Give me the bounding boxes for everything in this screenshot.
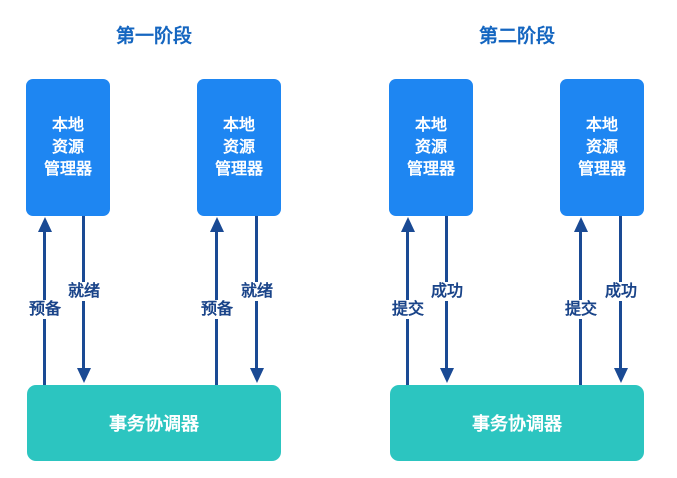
success-label: 成功 <box>428 282 466 301</box>
transaction-coordinator-box-phase2: 事务协调器 <box>390 385 644 461</box>
manager-box-phase2-right: 本地 资源 管理器 <box>560 79 644 216</box>
manager-box-label: 本地 资源 管理器 <box>577 116 626 178</box>
prepare-label: 预备 <box>198 300 236 319</box>
arrowhead-down-icon <box>250 368 264 383</box>
success-label: 成功 <box>602 282 640 301</box>
arrowhead-up-icon <box>210 217 224 232</box>
prepare-label: 预备 <box>26 300 64 319</box>
arrowhead-up-icon <box>401 217 415 232</box>
ready-label: 就绪 <box>238 282 276 301</box>
arrowhead-down-icon <box>614 368 628 383</box>
manager-box-label: 本地 资源 管理器 <box>406 116 455 178</box>
commit-label: 提交 <box>389 300 427 319</box>
arrowhead-up-icon <box>574 217 588 232</box>
ready-label: 就绪 <box>65 282 103 301</box>
manager-box-phase1-left: 本地 资源 管理器 <box>26 79 110 216</box>
manager-box-phase2-left: 本地 资源 管理器 <box>389 79 473 216</box>
manager-box-label: 本地 资源 管理器 <box>43 116 92 178</box>
phase-two-title: 第二阶段 <box>478 26 555 47</box>
phase-one-title: 第一阶段 <box>115 26 192 47</box>
arrowhead-up-icon <box>38 217 52 232</box>
coordinator-label: 事务协调器 <box>109 414 199 434</box>
manager-box-label: 本地 资源 管理器 <box>214 116 263 178</box>
manager-box-phase1-right: 本地 资源 管理器 <box>197 79 281 216</box>
transaction-coordinator-box-phase1: 事务协调器 <box>27 385 281 461</box>
arrowhead-down-icon <box>77 368 91 383</box>
commit-label: 提交 <box>562 300 600 319</box>
coordinator-label: 事务协调器 <box>472 414 562 434</box>
arrowhead-down-icon <box>440 368 454 383</box>
